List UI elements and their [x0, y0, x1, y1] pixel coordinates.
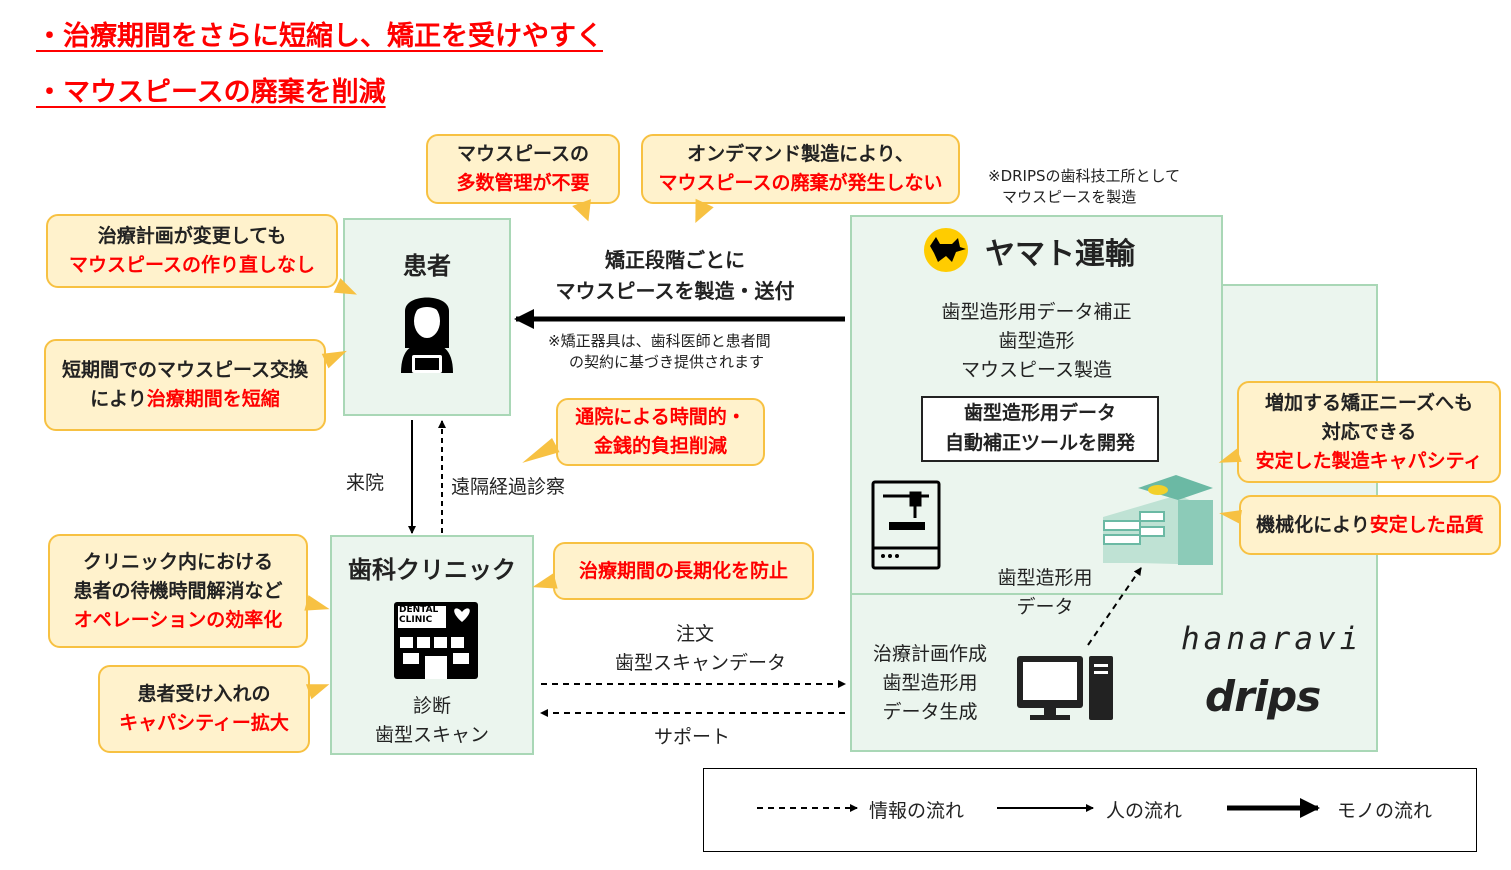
clinic-title: 歯科クリニック [348, 556, 516, 584]
drips-tasks: 治療計画作成 歯型造形用 データ生成 [872, 643, 987, 723]
headline-2: ・マウスピースの廃棄を削減 [36, 77, 386, 108]
hanaravi-logo: hanaravi [1181, 621, 1363, 657]
headline-1: ・治療期間をさらに短縮し、矯正を受けやすく [36, 21, 603, 52]
support-label: サポート [654, 726, 731, 748]
remote-label: 遠隔経過診察 [451, 476, 566, 498]
legend-box [703, 768, 1477, 852]
patient-box [343, 218, 511, 416]
legend-label-goods: モノの流れ [1337, 800, 1433, 822]
callout-capacity: 患者受け入れの キャパシティー拡大 [98, 665, 310, 753]
callout-mouthpiece-management: マウスピースの 多数管理が不要 [426, 134, 620, 204]
patient-icon [401, 297, 453, 373]
shipping-note: ※矯正器具は、歯科医師と患者間 の契約に基づき提供されます [548, 332, 771, 371]
callout-short-period: 短期間でのマウスピース交換 により治療期間を短縮 [44, 339, 326, 431]
clinic-tasks: 診断 歯型スキャン [374, 695, 489, 746]
order-label: 注文 歯型スキャンデータ [615, 623, 787, 674]
callout-quality: 機械化により安定した品質 [1239, 495, 1501, 555]
yamato-name: ヤマト運輸 [985, 237, 1135, 272]
callout-clinic-efficiency: クリニック内における 患者の待機時間解消など オペレーションの効率化 [48, 534, 308, 648]
clinic-sign: DENTAL CLINIC [399, 605, 439, 625]
callout-clinic-delay: 治療期間の長期化を防止 [553, 542, 814, 600]
printer-icon [871, 480, 941, 570]
computer-icon [1017, 656, 1113, 720]
visit-label: 来院 [346, 472, 385, 494]
drips-note: ※DRIPSの歯科技工所として マウスピースを製造 [988, 167, 1181, 206]
drips-logo: drips [1205, 672, 1321, 721]
data-arrow [1087, 567, 1142, 646]
legend-label-info: 情報の流れ [869, 800, 965, 822]
factory-icon [1103, 475, 1213, 565]
callout-travel: 通院による時間的・ 金銭的負担削減 [556, 398, 765, 466]
clinic-building-icon [394, 602, 478, 679]
callout-plan-change: 治療計画が変更しても マウスピースの作り直しなし [46, 214, 338, 288]
shipping-label: 矯正段階ごとに マウスピースを製造・送付 [555, 248, 795, 303]
callout-on-demand: オンデマンド製造により、 マウスピースの廃棄が発生しない [641, 134, 960, 204]
patient-title: 患者 [403, 252, 451, 280]
callout-production-capacity: 増加する矯正ニーズへも 対応できる 安定した製造キャパシティ [1237, 381, 1501, 483]
legend-label-people: 人の流れ [1106, 800, 1183, 822]
tool-box: 歯型造形用データ 自動補正ツールを開発 [921, 396, 1159, 462]
yamato-tasks: 歯型造形用データ補正 歯型造形 マウスピース製造 [941, 301, 1132, 381]
data-label: 歯型造形用 データ [997, 567, 1093, 618]
yamato-cat-logo [924, 228, 968, 272]
